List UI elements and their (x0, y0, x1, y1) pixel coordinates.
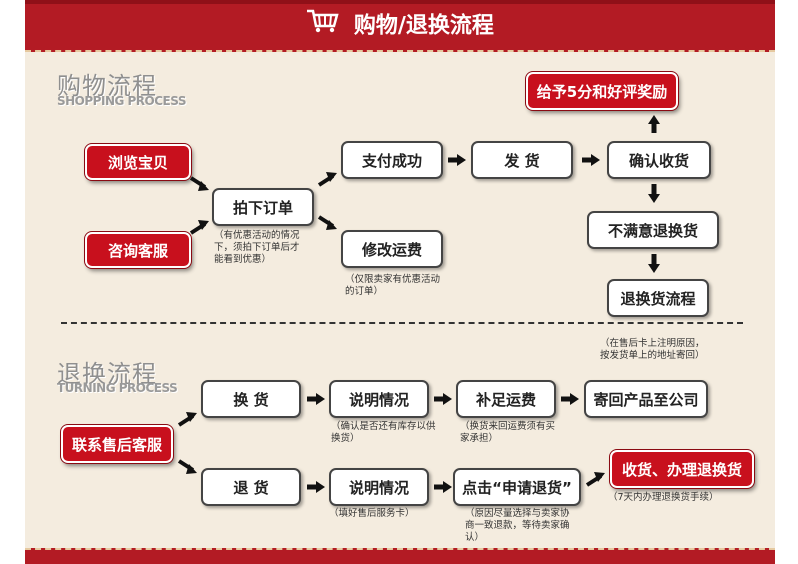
modify-shipping-step: 修改运费 (341, 230, 443, 268)
arrow-order-to-pay-icon (317, 172, 337, 187)
header-banner: 购物/退换流程 (25, 0, 775, 52)
reward-step: 给予5分和好评奖励 (526, 72, 678, 110)
arrow-refund-to-explain-icon (307, 481, 325, 493)
arrow-contact-to-exchange-icon (177, 412, 197, 427)
apply-return-step: 点击“申请退货” (453, 468, 581, 506)
arrow-explain-to-supplement-icon (434, 393, 452, 405)
supplement-shipping-note: （换货来回运费须有买家承担） (460, 421, 556, 444)
exchange-step: 换 货 (201, 380, 301, 418)
shopping-section-subtitle: SHOPPING PROCESS (57, 94, 187, 108)
send-back-note: （在售后卡上注明原因，按发货单上的地址寄回） (600, 338, 705, 361)
arrow-confirm-to-unsatisfied-icon (648, 184, 660, 203)
send-back-step: 寄回产品至公司 (584, 380, 708, 418)
header-title-wrap: 购物/退换流程 (25, 8, 775, 42)
shopping-cart-icon (306, 8, 340, 45)
arrow-order-to-modify-icon (317, 215, 337, 230)
browse-items-step: 浏览宝贝 (85, 144, 191, 180)
arrow-contact-to-refund-icon (177, 459, 197, 474)
arrow-explain-to-apply-icon (434, 481, 452, 493)
arrow-exchange-to-explain-icon (307, 393, 325, 405)
explain-refund-step: 说明情况 (329, 468, 429, 506)
explain-refund-note: （填好售后服务卡） (329, 508, 415, 519)
page-title: 购物/退换流程 (353, 13, 494, 39)
arrow-ship-to-confirm-icon (582, 154, 600, 166)
returns-section-subtitle: TURNING PROCESS (57, 381, 178, 395)
ship-step: 发 货 (471, 141, 573, 179)
unsatisfied-return-step: 不满意退换货 (587, 211, 719, 249)
apply-return-note: （原因尽量选择与卖家协商一致退款，等待卖家确认） (465, 508, 570, 543)
arrow-confirm-to-reward-icon (648, 115, 660, 133)
modify-shipping-note: （仅限卖家有优惠活动的订单） (345, 274, 441, 297)
receive-process-step: 收货、办理退换货 (610, 450, 754, 488)
refund-step: 退 货 (201, 468, 301, 506)
arrow-browse-to-order-icon (189, 176, 209, 191)
consult-service-step: 咨询客服 (85, 232, 191, 268)
arrow-apply-to-receive-icon (585, 472, 605, 487)
confirm-receipt-step: 确认收货 (607, 141, 711, 179)
supplement-shipping-step: 补足运费 (456, 380, 556, 418)
process-panel: 购物/退换流程 购物流程 SHOPPING PROCESS 浏览宝贝 咨询客服 … (25, 0, 775, 564)
shopping-section-title: 购物流程 (57, 72, 157, 100)
arrow-unsatisfied-to-return-icon (648, 254, 660, 273)
place-order-step: 拍下订单 (212, 188, 314, 226)
returns-section-title: 退换流程 (57, 360, 157, 388)
contact-aftersales-step: 联系售后客服 (61, 425, 173, 463)
footer-banner (25, 548, 775, 564)
place-order-note: （有优惠活动的情况下，须拍下订单后才能看到优惠） (214, 230, 300, 265)
return-process-step: 退换货流程 (607, 279, 709, 317)
arrow-supplement-to-sendback-icon (561, 393, 579, 405)
arrow-consult-to-order-icon (189, 220, 209, 235)
explain-exchange-note: （确认是否还有库存以供换货） (331, 421, 436, 444)
arrow-pay-to-ship-icon (448, 154, 466, 166)
section-divider (61, 322, 743, 324)
payment-success-step: 支付成功 (341, 141, 443, 179)
explain-exchange-step: 说明情况 (329, 380, 429, 418)
receive-process-note: （7天内办理退换货手续） (608, 492, 719, 503)
